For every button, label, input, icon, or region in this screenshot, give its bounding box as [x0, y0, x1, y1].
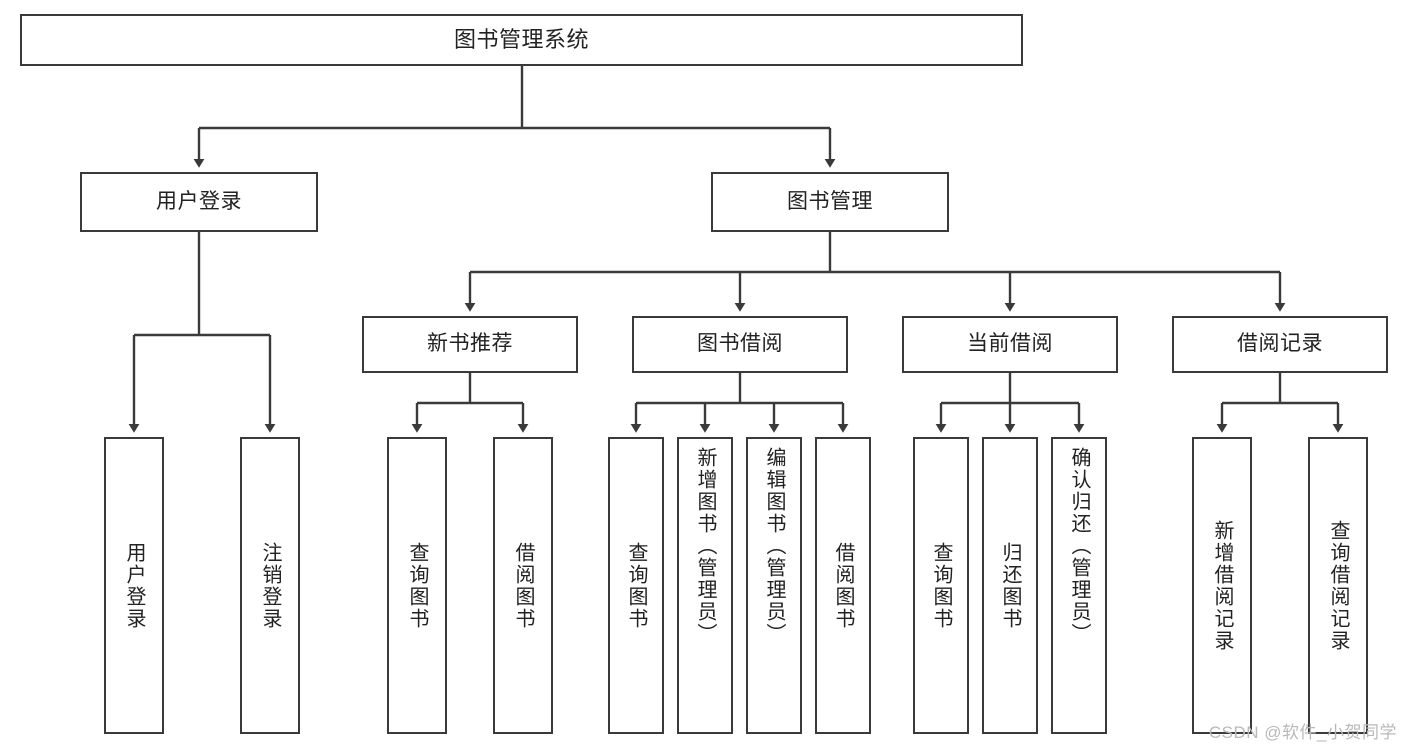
leaf-user-logout[interactable]: 注销登录	[240, 437, 300, 734]
node-label: 查询图书	[930, 541, 952, 630]
leaf-add-record[interactable]: 新增借阅记录	[1192, 437, 1252, 734]
node-label: 确认归还（管理员）	[1068, 447, 1090, 645]
node-label: 用户登录	[123, 541, 145, 630]
node-label: 当前借阅	[967, 332, 1053, 356]
csdn-watermark: CSDN @软件_小贺同学	[1208, 723, 1397, 742]
node-label: 新书推荐	[427, 332, 513, 356]
node-label: 借阅图书	[832, 541, 854, 630]
node-book-borrow[interactable]: 图书借阅	[632, 316, 848, 373]
node-label: 注销登录	[259, 541, 281, 630]
node-label: 用户登录	[156, 189, 242, 213]
node-label: 图书管理	[787, 189, 873, 213]
node-label: 借阅记录	[1237, 332, 1323, 356]
node-label: 查询借阅记录	[1327, 519, 1349, 652]
node-label: 图书管理系统	[453, 27, 589, 53]
node-book-management[interactable]: 图书管理	[711, 172, 949, 232]
node-label: 图书借阅	[697, 332, 783, 356]
node-label: 归还图书	[999, 541, 1021, 630]
leaf-return-book[interactable]: 归还图书	[982, 437, 1038, 734]
leaf-add-book[interactable]: 新增图书（管理员）	[677, 437, 733, 734]
node-current-borrow[interactable]: 当前借阅	[902, 316, 1118, 373]
node-label: 新增图书（管理员）	[694, 447, 716, 645]
node-borrow-record[interactable]: 借阅记录	[1172, 316, 1388, 373]
leaf-edit-book[interactable]: 编辑图书（管理员）	[746, 437, 802, 734]
node-label: 借阅图书	[512, 541, 534, 630]
leaf-query-book-2[interactable]: 查询图书	[608, 437, 664, 734]
node-label: 查询图书	[406, 541, 428, 630]
leaf-confirm-return[interactable]: 确认归还（管理员）	[1051, 437, 1107, 734]
node-user-login[interactable]: 用户登录	[80, 172, 318, 232]
leaf-query-record[interactable]: 查询借阅记录	[1308, 437, 1368, 734]
node-label: 编辑图书（管理员）	[763, 447, 785, 645]
node-new-book-recommend[interactable]: 新书推荐	[362, 316, 578, 373]
leaf-user-login[interactable]: 用户登录	[104, 437, 164, 734]
node-book-management-system[interactable]: 图书管理系统	[20, 14, 1023, 66]
leaf-borrow-book-2[interactable]: 借阅图书	[815, 437, 871, 734]
leaf-borrow-book-1[interactable]: 借阅图书	[493, 437, 553, 734]
node-label: 查询图书	[625, 541, 647, 630]
leaf-query-book-1[interactable]: 查询图书	[387, 437, 447, 734]
leaf-query-book-3[interactable]: 查询图书	[913, 437, 969, 734]
node-label: 新增借阅记录	[1211, 519, 1233, 652]
